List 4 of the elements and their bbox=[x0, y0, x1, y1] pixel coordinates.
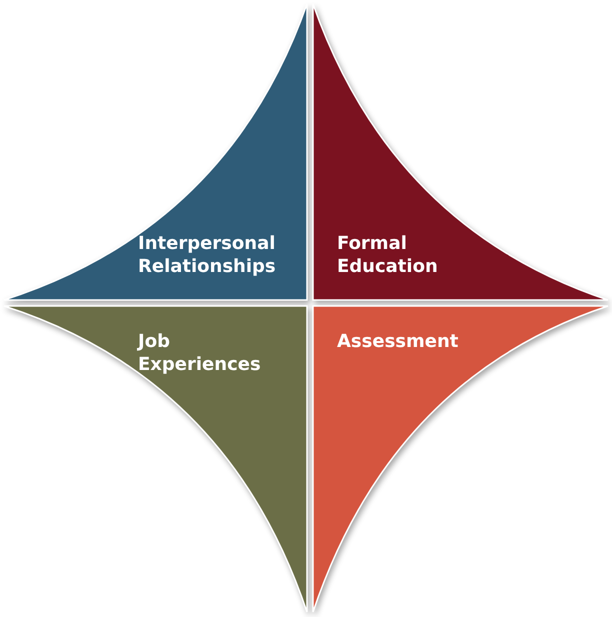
quadrant-label: Assessment bbox=[337, 330, 460, 354]
quadrant-label: Job Experiences bbox=[138, 330, 262, 377]
quadrant-label: Interpersonal Relationships bbox=[138, 232, 277, 279]
quadrant-label: Formal Education bbox=[337, 232, 439, 279]
